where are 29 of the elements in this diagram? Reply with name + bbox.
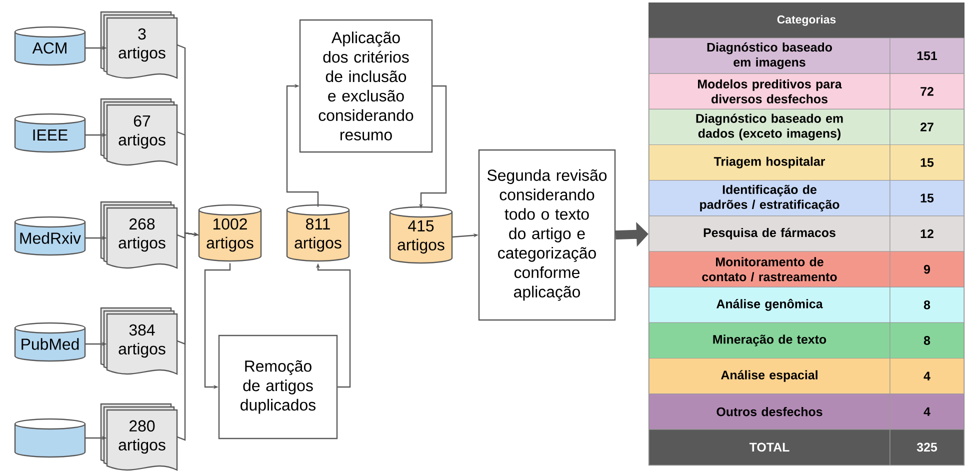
document-stack: 280 artigos	[100, 403, 178, 471]
table-cell: 72	[890, 73, 964, 110]
table-cell: 8	[890, 286, 964, 323]
table-cell: 9	[890, 251, 964, 288]
database-cylinder: IEEE	[14, 113, 86, 153]
document-stack: 3 artigos	[100, 11, 178, 79]
table-cell: 4	[890, 358, 964, 394]
document-stack: 67 artigos	[100, 98, 178, 166]
process-box: Aplicação dos critérios de inclusão e exclusão considerando resumo	[299, 19, 433, 153]
table-cell: 325	[890, 429, 964, 466]
document-stack: 384 artigos	[100, 307, 178, 375]
database-cylinder: PubMed	[14, 322, 86, 362]
database-cylinder: 811 artigos	[286, 204, 350, 262]
database-cylinder: 1002 artigos	[198, 204, 262, 262]
table-cell: 8	[890, 322, 964, 359]
process-box: Segunda revisão considerando todo o texto do artigo e categorização conforme aplicação	[478, 149, 616, 321]
arrow	[286, 84, 319, 207]
database-cylinder: ACM	[14, 26, 86, 66]
table-cell: 27	[890, 108, 964, 146]
database-cylinder	[14, 418, 86, 458]
table-cell: 12	[890, 216, 964, 252]
table-cell: 15	[890, 180, 964, 216]
table-cell: 15	[890, 144, 964, 181]
process-box: Remoção de artigos duplicados	[218, 334, 338, 440]
table-cell: 151	[890, 38, 964, 74]
database-cylinder: 415 artigos	[389, 206, 453, 264]
database-cylinder: MedRxiv	[14, 216, 86, 256]
document-stack: 268 artigos	[100, 201, 178, 269]
table-cell: 4	[890, 394, 964, 430]
